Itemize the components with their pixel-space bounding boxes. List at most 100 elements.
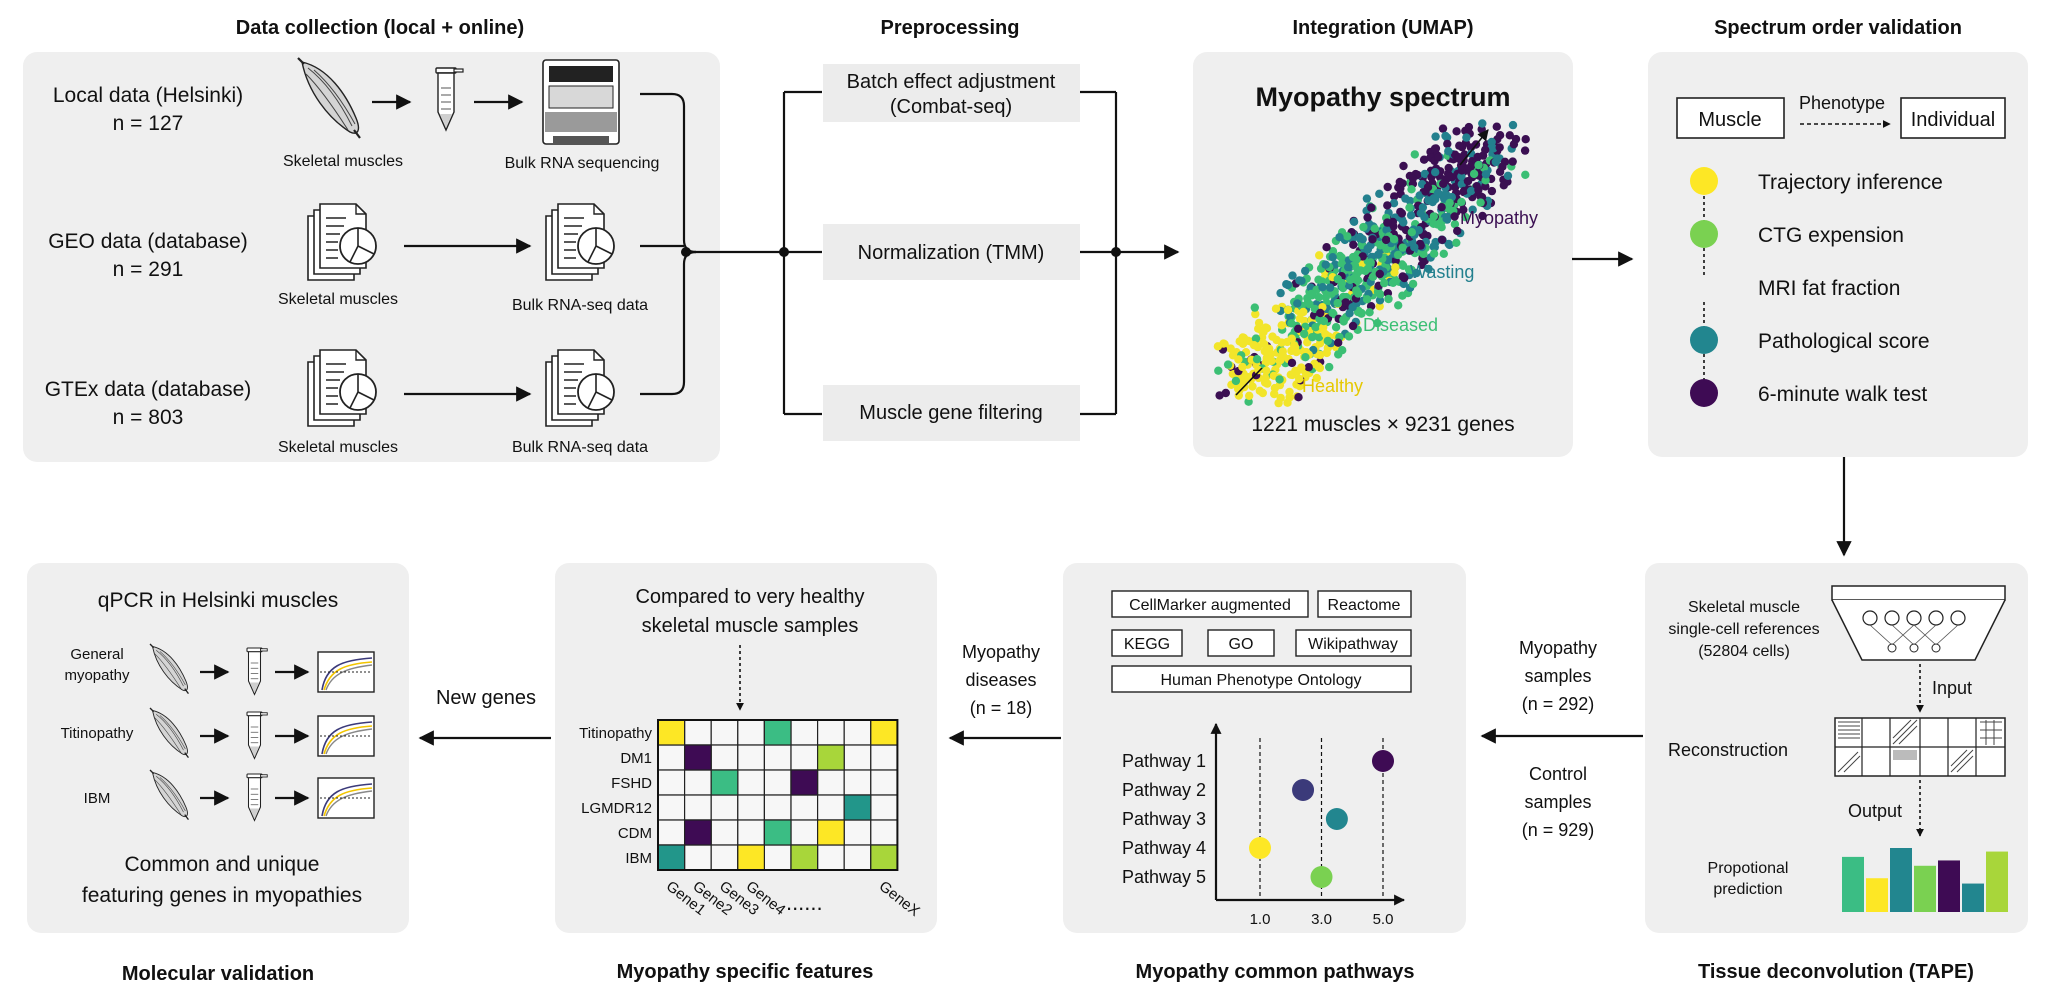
umap-point (1408, 279, 1418, 289)
heatmap-cell (763, 794, 792, 821)
umap-point (1412, 268, 1421, 278)
umap-point (1380, 278, 1389, 288)
skeletal-muscles-label-3: Skeletal muscles (278, 439, 398, 456)
heatmap-cell (763, 744, 792, 771)
database-kegg: KEGG (1124, 636, 1170, 653)
umap-point (1314, 362, 1323, 371)
common-pathways-content: CellMarker augmented Reactome KEGG GO Wi… (1111, 590, 1412, 928)
heatmap-cell-highlight (657, 719, 686, 746)
umap-point (1234, 355, 1243, 364)
spectrum-item-dot (1690, 220, 1718, 248)
heatmap-cell (737, 744, 765, 771)
umap-point (1250, 303, 1260, 312)
heatmap-cell (816, 719, 845, 746)
umap-point (1467, 149, 1476, 158)
heatmap-cell (657, 819, 686, 846)
umap-point (1278, 347, 1288, 356)
row-titinopathy: Titinopathy (61, 725, 134, 742)
control-samples-line3: (n = 929) (1522, 820, 1595, 840)
umap-point (1434, 153, 1443, 162)
qpcr-curve-icon (317, 715, 375, 757)
heatmap-cell (737, 794, 765, 821)
umap-point (1338, 346, 1347, 355)
umap-point (1277, 321, 1286, 330)
umap-point (1358, 235, 1367, 244)
heatmap-cell (816, 844, 845, 871)
umap-point (1304, 363, 1313, 372)
myopathy-samples-line1: Myopathy (1519, 638, 1597, 658)
umap-point (1521, 170, 1530, 179)
umap-point (1356, 266, 1365, 275)
heatmap-cell (790, 794, 819, 821)
umap-point (1383, 218, 1392, 227)
umap-point (1417, 260, 1427, 270)
prediction-bar (1986, 851, 2008, 912)
heatmap-cell-highlight (683, 819, 712, 846)
umap-point (1331, 323, 1341, 332)
umap-point (1381, 235, 1391, 245)
heatmap-cell-highlight (816, 819, 845, 846)
bulk-rnaseq-data-label-1: Bulk RNA-seq data (512, 297, 648, 314)
database-box-hpo (1111, 665, 1412, 693)
heatmap-border (657, 719, 899, 871)
prediction-bar (1938, 860, 1960, 912)
umap-point (1319, 316, 1329, 326)
umap-point (1476, 198, 1485, 207)
database-box-cellmarker (1111, 590, 1309, 618)
bulk-rna-sequencing-label: Bulk RNA sequencing (505, 155, 660, 172)
umap-point (1293, 299, 1302, 308)
pathway-point (1372, 750, 1394, 772)
gtex-data-n: n = 803 (113, 406, 184, 429)
skeletal-muscles-label-1: Skeletal muscles (283, 153, 403, 170)
qpcr-curve-icon (317, 777, 375, 819)
umap-point (1254, 318, 1264, 328)
umap-point (1297, 363, 1306, 372)
umap-point (1407, 185, 1416, 194)
spectrum-item-label: Trajectory inference (1758, 171, 1943, 194)
umap-point (1276, 288, 1285, 298)
umap-point (1352, 255, 1361, 264)
heatmap-cell (683, 719, 712, 746)
umap-point (1424, 196, 1433, 205)
reference-label-line2: single-cell references (1668, 621, 1819, 638)
umap-point (1461, 212, 1470, 222)
umap-label-wasting: Wasting (1410, 262, 1474, 282)
umap-point (1452, 238, 1461, 247)
neural-network-icon (1831, 585, 2006, 661)
umap-point (1349, 217, 1359, 226)
pathway-tick-label: 5.0 (1373, 911, 1394, 928)
features-title-line2: skeletal muscle samples (642, 615, 859, 637)
umap-point (1376, 241, 1385, 250)
heatmap-cell (843, 744, 872, 771)
umap-point (1444, 163, 1453, 173)
normalization-label: Normalization (TMM) (858, 242, 1045, 264)
umap-point (1251, 334, 1261, 343)
umap-point (1325, 362, 1334, 372)
umap-point (1370, 224, 1380, 233)
umap-point (1262, 366, 1271, 375)
muscle-box (1676, 97, 1785, 139)
prediction-label-line2: prediction (1713, 881, 1782, 898)
umap-point (1437, 235, 1447, 244)
umap-label-diseased: Diseased (1363, 315, 1438, 335)
umap-point (1437, 203, 1446, 212)
umap-point (1420, 213, 1429, 222)
molecular-validation-content: qPCR in Helsinki muscles General myopath… (61, 589, 375, 907)
heatmap-cell (737, 719, 765, 746)
heatmap-cell (790, 819, 819, 846)
umap-scatter (1213, 119, 1530, 408)
umap-point (1333, 298, 1342, 308)
umap-point (1469, 169, 1479, 179)
umap-point (1474, 160, 1483, 170)
umap-point (1318, 283, 1327, 292)
umap-point (1231, 376, 1241, 386)
umap-point (1393, 250, 1403, 260)
heatmap-cell (737, 819, 765, 846)
umap-point (1315, 350, 1325, 360)
umap-point (1374, 250, 1383, 259)
heatmap-cell (843, 769, 872, 796)
pathway-point (1310, 866, 1333, 888)
umap-point (1444, 172, 1454, 182)
header-molecular-validation: Molecular validation (122, 963, 314, 985)
